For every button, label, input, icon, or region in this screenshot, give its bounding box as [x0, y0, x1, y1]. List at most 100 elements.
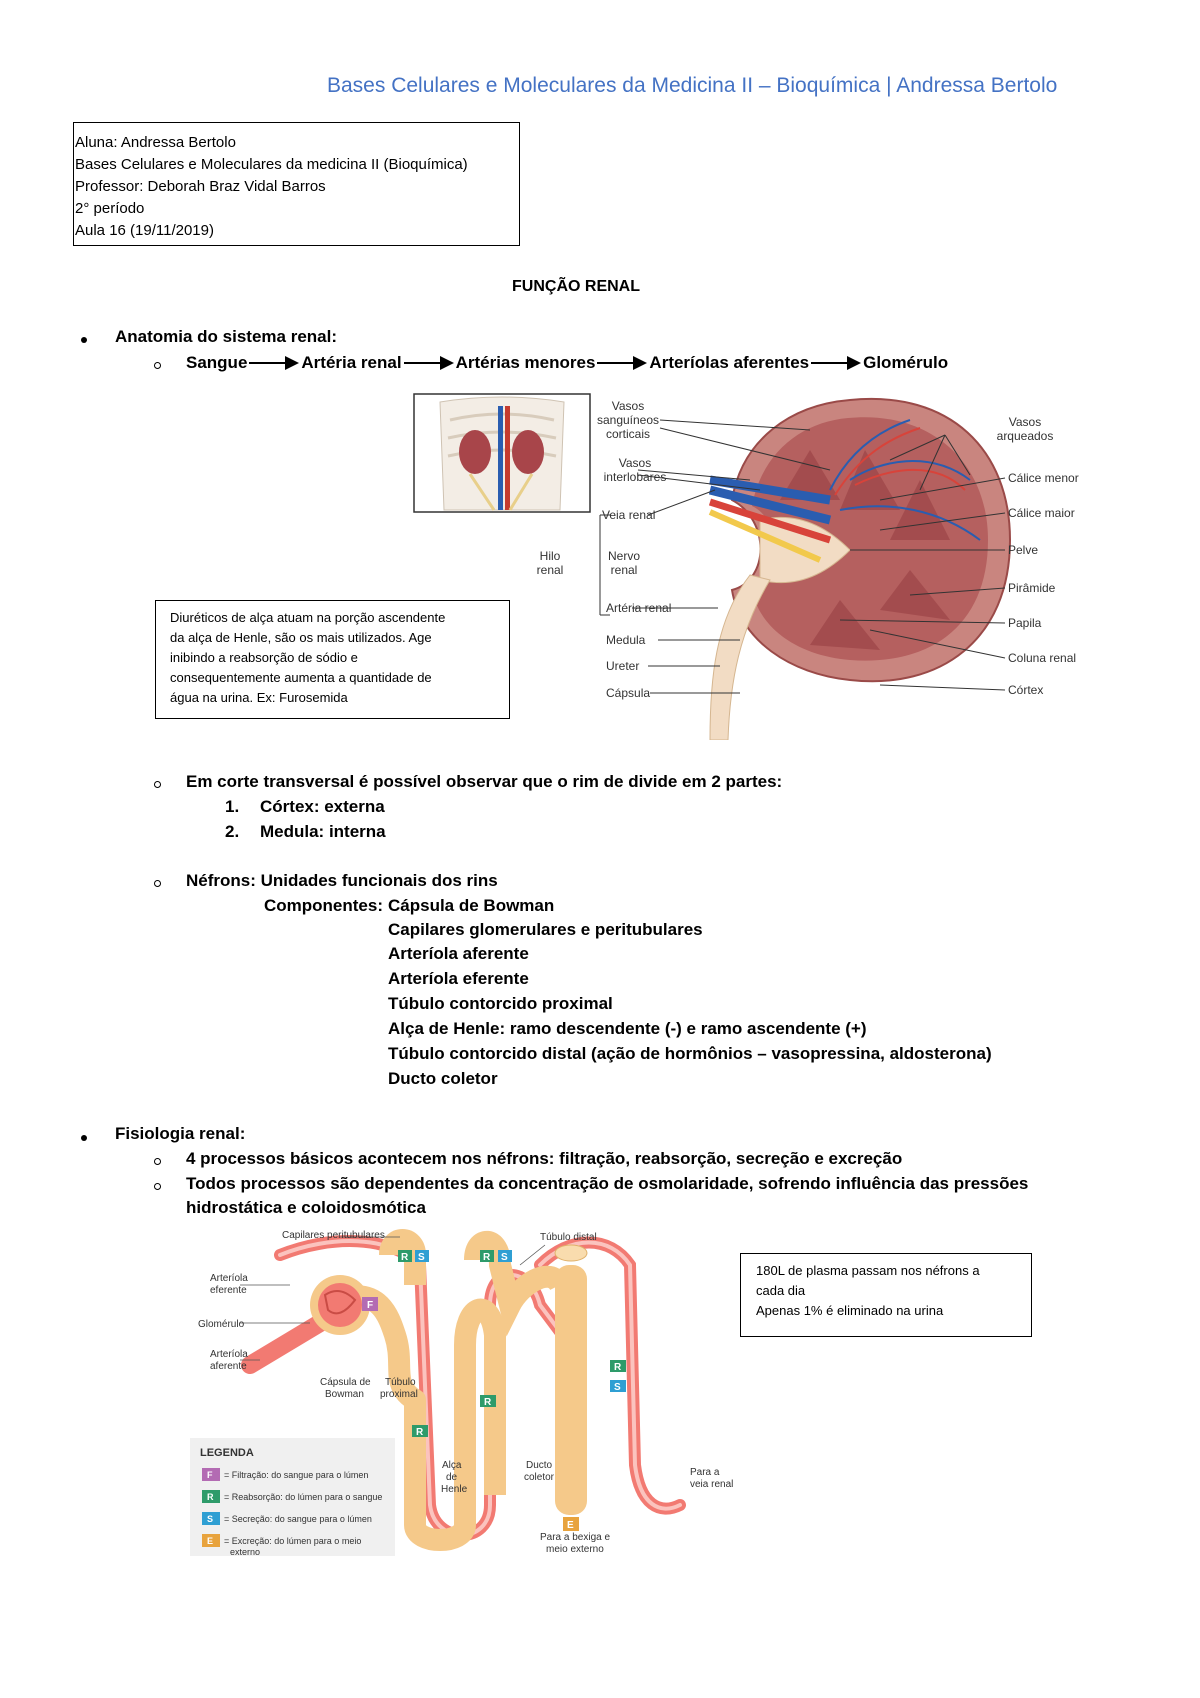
- list-number: 2.: [225, 822, 240, 841]
- arrow-right-icon: [249, 356, 300, 370]
- professor-name: Professor: Deborah Braz Vidal Barros: [75, 178, 326, 195]
- component-item: Alça de Henle: ramo descendente (-) e ra…: [388, 1019, 867, 1038]
- label-nervo-2: renal: [611, 563, 638, 577]
- label-interlobares-1: Vasos: [619, 456, 651, 470]
- fisiologia-item: Todos processos são dependentes da conce…: [186, 1174, 1029, 1193]
- svg-text:R: R: [483, 1252, 491, 1263]
- legend-letter: F: [207, 1470, 213, 1480]
- svg-text:R: R: [614, 1362, 622, 1373]
- legend-swatch: [202, 1490, 220, 1503]
- kidney-illustration: [708, 397, 1012, 740]
- svg-text:S: S: [614, 1382, 621, 1393]
- anatomy-heading: Anatomia do sistema renal:: [115, 327, 338, 346]
- bullet-icon: [81, 1135, 87, 1141]
- label-vasos-2: sanguíneos: [597, 413, 659, 427]
- fisiologia-item: 4 processos básicos acontecem nos néfron…: [186, 1149, 903, 1168]
- legend-title: LEGENDA: [200, 1447, 254, 1459]
- label-papila: Papila: [1008, 616, 1042, 630]
- svg-text:R: R: [484, 1397, 492, 1408]
- note-line: consequentemente aumenta a quantidade de: [170, 670, 432, 685]
- arrow-right-icon: [597, 356, 648, 370]
- torso-inset: [413, 393, 591, 513]
- component-item: Túbulo contorcido distal (ação de hormôn…: [388, 1044, 992, 1063]
- nephron-labels: Capilares peritubulares Arteríola eferen…: [198, 1230, 733, 1555]
- label-vasos-3: corticais: [606, 427, 650, 441]
- label-nervo-1: Nervo: [608, 549, 640, 563]
- label-medula: Medula: [606, 633, 646, 647]
- label-proximal-1: Túbulo: [385, 1377, 416, 1388]
- label-capsula: Cápsula: [606, 686, 650, 700]
- label-glomerulo: Glomérulo: [198, 1319, 245, 1330]
- flow-step: Sangue: [186, 353, 248, 372]
- component-item: Arteríola eferente: [388, 969, 529, 988]
- svg-text:R: R: [416, 1427, 424, 1438]
- note-line: Diuréticos de alça atuam na porção ascen…: [170, 610, 446, 625]
- label-hilo-2: renal: [537, 563, 564, 577]
- note-line: 180L de plasma passam nos néfrons a: [756, 1263, 980, 1278]
- label-calice-maior: Cálice maior: [1008, 506, 1075, 520]
- student-name: Aluna: Andressa Bertolo: [75, 134, 236, 151]
- fisiologia-heading: Fisiologia renal:: [115, 1124, 246, 1143]
- label-arqueados-2: arqueados: [997, 429, 1054, 443]
- nefrons-text: Néfrons: Unidades funcionais dos rins: [186, 871, 498, 890]
- label-calice-menor: Cálice menor: [1008, 471, 1079, 485]
- circle-bullet-icon: [154, 362, 161, 369]
- legend-text: = Excreção: do lúmen para o meio: [224, 1536, 361, 1546]
- svg-text:E: E: [567, 1520, 574, 1531]
- flow-step: Artérias menores: [455, 353, 596, 372]
- circle-bullet-icon: [154, 1183, 161, 1190]
- list-number: 1.: [225, 797, 240, 816]
- label-veia-renal: Veia renal: [602, 508, 655, 522]
- note-line: água na urina. Ex: Furosemida: [170, 690, 348, 705]
- kidney-labels: Vasos sanguíneos corticais Vasos interlo…: [537, 399, 1079, 700]
- label-piramide: Pirâmide: [1008, 581, 1056, 595]
- label-alca-2: de: [446, 1472, 458, 1483]
- label-pelve: Pelve: [1008, 543, 1038, 557]
- component-item: Cápsula de Bowman: [388, 896, 555, 915]
- svg-text:S: S: [418, 1252, 425, 1263]
- nephron-legend: LEGENDA F = Filtração: do sangue para o l…: [190, 1438, 395, 1556]
- label-vasos-1: Vasos: [612, 399, 644, 413]
- note-line: inibindo a reabsorção de sódio e: [170, 650, 358, 665]
- arrow-right-icon: [403, 356, 454, 370]
- nephron-figure: F R S R S R R R S E Capilares peritubula…: [198, 1229, 733, 1555]
- flow-step: Artéria renal: [301, 353, 402, 372]
- component-item: Arteríola aferente: [388, 944, 529, 963]
- label-bexiga-2: meio externo: [546, 1544, 604, 1555]
- label-arteria-renal: Artéria renal: [606, 601, 671, 615]
- note-line: da alça de Henle, são os mais utilizados…: [170, 630, 432, 645]
- label-hilo-1: Hilo: [540, 549, 561, 563]
- course-name: Bases Celulares e Moleculares da medicin…: [75, 156, 468, 173]
- bullet-icon: [81, 337, 87, 343]
- svg-text:R: R: [401, 1252, 409, 1263]
- circle-bullet-icon: [154, 1158, 161, 1165]
- label-aferente-1: Arteríola: [210, 1349, 248, 1360]
- flow-step: Glomérulo: [863, 353, 949, 372]
- page-header: Bases Celulares e Moleculares da Medicin…: [327, 74, 1058, 97]
- svg-text:S: S: [501, 1252, 508, 1263]
- legend-text: = Filtração: do sangue para o lúmen: [224, 1470, 368, 1480]
- kidney-anatomy-figure: Vasos sanguíneos corticais Vasos interlo…: [413, 393, 1079, 740]
- corte-item: Medula: interna: [260, 822, 386, 841]
- legend-swatch: [202, 1534, 220, 1547]
- label-ureter: Ureter: [606, 659, 639, 673]
- label-capilares: Capilares peritubulares: [282, 1230, 385, 1241]
- student-info-box: Aluna: Andressa Bertolo Bases Celulares …: [73, 122, 520, 246]
- circle-bullet-icon: [154, 781, 161, 788]
- label-cortex: Córtex: [1008, 683, 1043, 697]
- note-line: Apenas 1% é eliminado na urina: [756, 1303, 944, 1318]
- legend-letter: S: [207, 1514, 213, 1524]
- label-capsula-2: Bowman: [325, 1389, 364, 1400]
- corte-text: Em corte transversal é possível observar…: [186, 772, 783, 791]
- label-eferente-2: eferente: [210, 1285, 247, 1296]
- process-badges: F R S R S R R R S E: [362, 1250, 626, 1531]
- legend-text: externo: [230, 1547, 260, 1556]
- diuretics-note: Diuréticos de alça atuam na porção ascen…: [155, 600, 510, 719]
- page-title: FUNÇÃO RENAL: [512, 278, 640, 295]
- legend-text: = Reabsorção: do lúmen para o sangue: [224, 1492, 382, 1502]
- components-label: Componentes:: [264, 896, 383, 915]
- flow-step: Arteríolas aferentes: [649, 353, 810, 372]
- label-capsula-1: Cápsula de: [320, 1377, 371, 1388]
- label-aferente-2: aferente: [210, 1361, 247, 1372]
- legend-letter: E: [207, 1536, 213, 1546]
